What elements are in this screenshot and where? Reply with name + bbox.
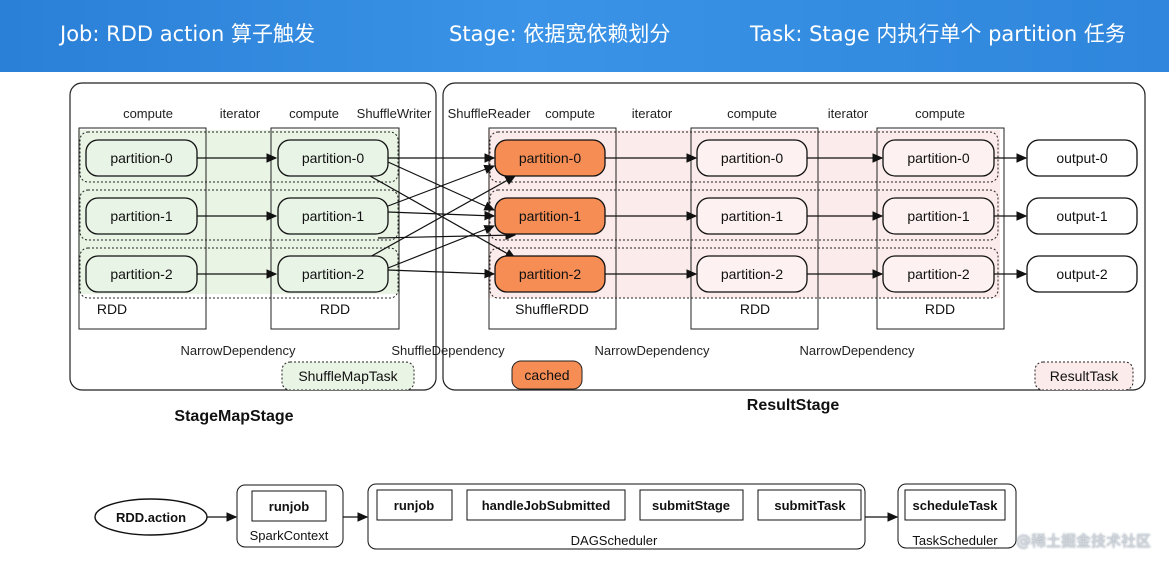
output-partition-2-label: output-2 bbox=[1056, 266, 1108, 282]
schedule-task-label: scheduleTask bbox=[912, 498, 998, 513]
shufflerdd-partition-0-node bbox=[494, 139, 606, 177]
rdd2-box bbox=[270, 127, 400, 330]
cached-badge bbox=[511, 360, 583, 390]
rdd-action-label: RDD.action bbox=[116, 510, 186, 525]
shufflerdd-partition-0-label: partition-0 bbox=[519, 150, 581, 166]
rdd1-label: RDD bbox=[97, 301, 127, 317]
spark-context-runjob-label: runjob bbox=[269, 499, 309, 514]
rdd3-label: RDD bbox=[740, 301, 770, 317]
rdd3-partition-2-node bbox=[696, 255, 808, 293]
rdd4-partition-1-node bbox=[882, 197, 995, 235]
rdd1-partition-2-label: partition-2 bbox=[110, 266, 172, 282]
shuffle-reader-label: ShuffleReader bbox=[448, 106, 532, 121]
rdd4-partition-2-node bbox=[882, 255, 995, 293]
map-stage-title: StageMapStage bbox=[174, 408, 293, 425]
spark-job-diagram: compute iterator compute ShuffleWriter S… bbox=[69, 82, 1146, 550]
rdd3-partition-1-node bbox=[696, 197, 808, 235]
dag-step-handle-job-submitted: handleJobSubmitted bbox=[482, 498, 611, 513]
dag-step-runjob: runjob bbox=[394, 498, 434, 513]
rdd3-partition-0-label: partition-0 bbox=[721, 150, 783, 166]
rdd2-label: RDD bbox=[320, 301, 350, 317]
dependency-arrows bbox=[197, 153, 1028, 279]
rdd2-partition-2-node bbox=[277, 255, 389, 293]
rdd2-partition-1-node bbox=[277, 197, 389, 235]
shufflerdd-partition-1-node bbox=[494, 197, 606, 235]
output-partition-0-node bbox=[1026, 139, 1138, 177]
rdd2-partition-1-label: partition-1 bbox=[302, 208, 364, 224]
result-narrow-dependency-1-label: NarrowDependency bbox=[595, 343, 710, 358]
rdd1-partition-2-node bbox=[85, 255, 198, 293]
rdd4-partition-2-label: partition-2 bbox=[907, 266, 969, 282]
spark-context-label: SparkContext bbox=[250, 528, 329, 543]
iterator1-label: iterator bbox=[220, 106, 261, 121]
shufflerdd-compute-label: compute bbox=[545, 106, 595, 121]
rdd1-compute-label: compute bbox=[123, 106, 173, 121]
rdd1-partition-0-node bbox=[85, 139, 198, 177]
rdd3-compute-label: compute bbox=[727, 106, 777, 121]
output-partition-0-label: output-0 bbox=[1056, 150, 1108, 166]
dag-step-submit-task: submitTask bbox=[774, 498, 846, 513]
task-scheduler-step-box bbox=[904, 489, 1006, 521]
rdd2-partition-0-node bbox=[277, 139, 389, 177]
rdd1-partition-0-label: partition-0 bbox=[110, 150, 172, 166]
rdd2-partition-0-label: partition-0 bbox=[302, 150, 364, 166]
task-scheduler-label: TaskScheduler bbox=[912, 533, 998, 548]
rdd3-box bbox=[690, 127, 819, 330]
map-row-1 bbox=[79, 189, 399, 241]
rdd4-label: RDD bbox=[925, 301, 955, 317]
shuffle-writer-label: ShuffleWriter bbox=[357, 106, 432, 121]
watermark: @稀土掘金技术社区 bbox=[1015, 532, 1151, 550]
dag-step-box-2 bbox=[639, 489, 744, 521]
dag-step-box-1 bbox=[466, 489, 626, 521]
result-task-label: ResultTask bbox=[1050, 368, 1119, 384]
rdd4-partition-0-label: partition-0 bbox=[907, 150, 969, 166]
dag-step-submit-stage: submitStage bbox=[652, 498, 730, 513]
rdd4-box bbox=[876, 127, 1005, 330]
rdd3-partition-0-node bbox=[696, 139, 808, 177]
cached-label: cached bbox=[524, 367, 569, 383]
result-task-box bbox=[1034, 361, 1134, 391]
shuffle-map-task-box bbox=[281, 361, 415, 391]
map-row-2 bbox=[79, 247, 399, 299]
shufflerdd-partition-1-label: partition-1 bbox=[519, 208, 581, 224]
result-narrow-dependency-2-label: NarrowDependency bbox=[800, 343, 915, 358]
output-partition-1-node bbox=[1026, 197, 1138, 235]
dag-step-box-0 bbox=[376, 489, 453, 521]
rdd4-partition-0-node bbox=[882, 139, 995, 177]
shuffle-map-task-label: ShuffleMapTask bbox=[298, 368, 398, 384]
rdd4-compute-label: compute bbox=[915, 106, 965, 121]
iterator2-label: iterator bbox=[632, 106, 673, 121]
map-narrow-dependency-label: NarrowDependency bbox=[181, 343, 296, 358]
stage-heading: Stage: 依据宽依赖划分 bbox=[449, 22, 671, 46]
shufflerdd-partition-2-label: partition-2 bbox=[519, 266, 581, 282]
result-stage-title: ResultStage bbox=[747, 397, 840, 414]
partition-nodes: partition-0 partition-1 partition-2 partiti… bbox=[85, 139, 1138, 293]
rdd4-partition-1-label: partition-1 bbox=[907, 208, 969, 224]
iterator3-label: iterator bbox=[828, 106, 869, 121]
header-banner: Job: RDD action 算子触发 Stage: 依据宽依赖划分 Task… bbox=[0, 0, 1169, 72]
rdd2-compute-label: compute bbox=[289, 106, 339, 121]
shufflerdd-label: ShuffleRDD bbox=[515, 301, 589, 317]
shufflerdd-partition-2-node bbox=[494, 255, 606, 293]
dag-scheduler-label: DAGScheduler bbox=[571, 533, 658, 548]
rdd1-box bbox=[78, 127, 207, 330]
task-heading: Task: Stage 内执行单个 partition 任务 bbox=[750, 22, 1126, 46]
rdd2-partition-2-label: partition-2 bbox=[302, 266, 364, 282]
map-row-0 bbox=[79, 131, 399, 183]
diagram-area: compute iterator compute ShuffleWriter S… bbox=[0, 72, 1169, 567]
job-heading: Job: RDD action 算子触发 bbox=[60, 22, 316, 46]
rdd3-partition-1-label: partition-1 bbox=[721, 208, 783, 224]
output-partition-2-node bbox=[1026, 255, 1138, 293]
dag-step-box-3 bbox=[757, 489, 862, 521]
output-partition-1-label: output-1 bbox=[1056, 208, 1108, 224]
shuffle-dependency-label: ShuffleDependency bbox=[391, 343, 505, 358]
rdd1-partition-1-node bbox=[85, 197, 198, 235]
scheduler-flow: RDD.action runjob SparkContext runjob ha… bbox=[94, 483, 1017, 550]
rdd1-partition-1-label: partition-1 bbox=[110, 208, 172, 224]
rdd3-partition-2-label: partition-2 bbox=[721, 266, 783, 282]
spark-context-runjob-box bbox=[251, 490, 327, 522]
